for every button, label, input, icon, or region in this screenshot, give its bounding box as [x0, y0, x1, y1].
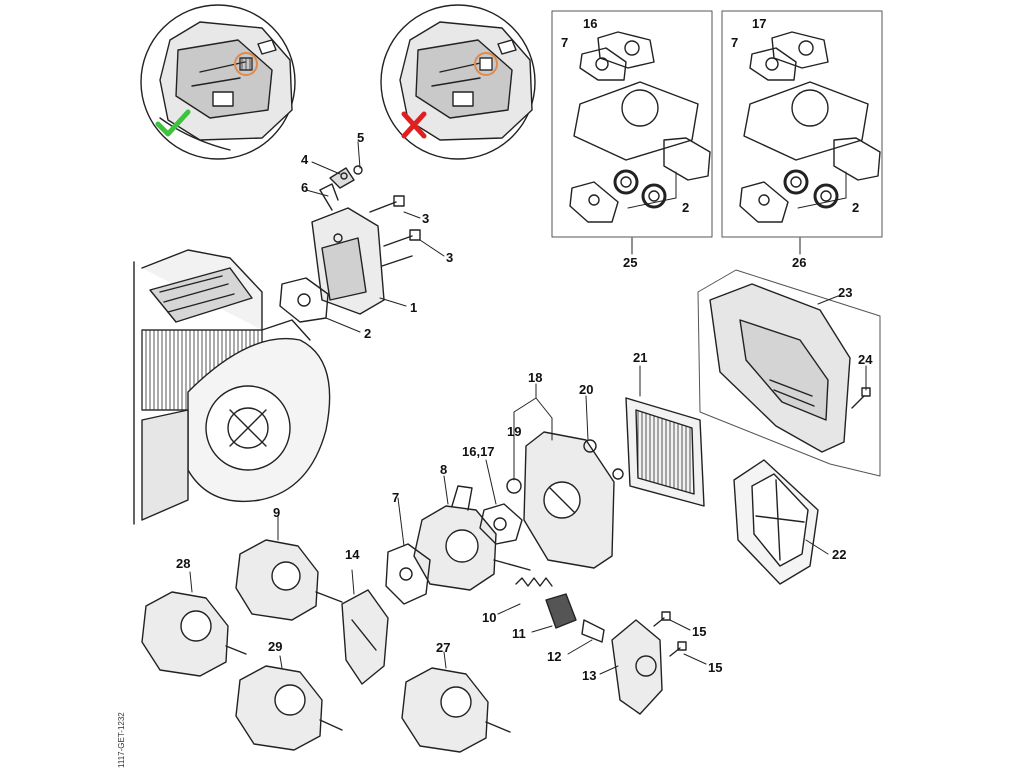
callout-27: 27 — [436, 640, 451, 655]
callout-24: 24 — [858, 352, 873, 367]
screw-3b — [383, 229, 421, 247]
carburetor-27 — [401, 667, 511, 753]
callout-4: 4 — [301, 152, 309, 167]
screw-15a — [653, 611, 671, 627]
callout-21: 21 — [633, 350, 648, 365]
callout-15a: 15 — [692, 624, 707, 639]
callout-12: 12 — [547, 649, 562, 664]
callout-22: 22 — [832, 547, 847, 562]
callout-3b: 3 — [446, 250, 454, 265]
lever-13 — [611, 619, 663, 715]
grommet-19 — [506, 478, 522, 494]
nut-20 — [583, 439, 597, 453]
carburetor-28 — [141, 591, 247, 677]
figure-reference: 1117-GET-1232 — [117, 712, 126, 768]
callout-8: 8 — [440, 462, 448, 477]
callout-7c: 7 — [392, 490, 400, 505]
callout-16a: 16 — [583, 16, 598, 31]
gasket-kit-26 — [721, 10, 883, 238]
callout-5: 5 — [357, 130, 365, 145]
callout-10: 10 — [482, 610, 497, 625]
callout-19: 19 — [507, 424, 522, 439]
gasket-7 — [385, 543, 431, 605]
callout-11: 11 — [512, 626, 526, 641]
lever-14 — [341, 589, 389, 685]
callout-2c: 2 — [852, 200, 860, 215]
incorrect-install-detail — [380, 4, 536, 160]
callout-13: 13 — [582, 668, 597, 683]
callout-14: 14 — [345, 547, 360, 562]
gasket-kit-25 — [551, 10, 713, 238]
checkmark-icon — [155, 109, 191, 137]
callout-6: 6 — [301, 180, 309, 195]
callout-7b: 7 — [731, 35, 739, 50]
callout-26: 26 — [792, 255, 807, 270]
callout-9: 9 — [273, 505, 281, 520]
intake-flange — [279, 165, 421, 323]
spring-10 — [515, 577, 553, 587]
callout-17a: 17 — [752, 16, 767, 31]
callout-3a: 3 — [422, 211, 430, 226]
correct-install-detail — [140, 4, 296, 160]
cross-icon — [401, 111, 427, 139]
callout-29: 29 — [268, 639, 283, 654]
callout-28: 28 — [176, 556, 191, 571]
callout-15b: 15 — [708, 660, 723, 675]
filter-element-22 — [733, 459, 819, 585]
callout-16-17: 16,17 — [462, 444, 495, 459]
filter-base-18 — [506, 431, 624, 569]
screw-3a — [369, 195, 405, 213]
carburetor-9 — [235, 539, 343, 621]
engine-block — [133, 249, 331, 525]
leader-lines — [189, 141, 867, 675]
pin-12 — [581, 619, 605, 643]
gasket-16-17 — [479, 503, 523, 545]
screw-15b — [669, 641, 687, 657]
air-filter-21 — [625, 397, 705, 507]
carburetor-8 — [385, 485, 687, 715]
damper-11 — [545, 593, 577, 629]
callout-23: 23 — [838, 285, 853, 300]
carburetor-29 — [235, 665, 343, 751]
callout-25: 25 — [623, 255, 638, 270]
filter-cover-23 — [697, 269, 881, 477]
callout-18: 18 — [528, 370, 543, 385]
callout-20: 20 — [579, 382, 594, 397]
callout-1: 1 — [410, 300, 418, 315]
callout-7a: 7 — [561, 35, 569, 50]
callout-2b: 2 — [682, 200, 690, 215]
callout-2a: 2 — [364, 326, 372, 341]
